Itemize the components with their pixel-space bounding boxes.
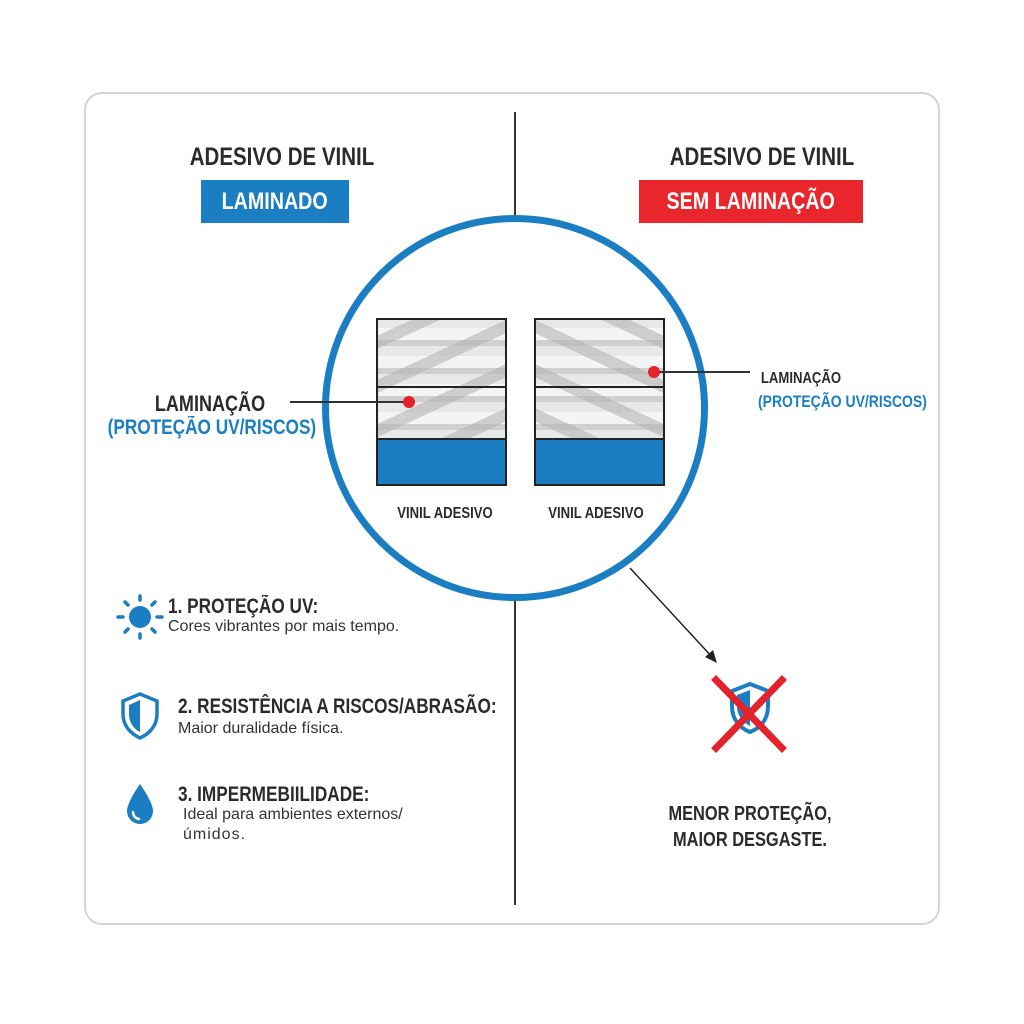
feature-title: 1. PROTEÇÃO UV: [168, 595, 319, 618]
feature-desc: Ideal para ambientes externos/ [183, 806, 403, 823]
laminado-badge: LAMINADO [201, 180, 349, 223]
left-callout-sub: (PROTEÇÃO UV/RISCOS) [107, 416, 317, 439]
right-title: ADESIVO DE VINIL [669, 143, 855, 171]
arrow-icon [629, 567, 717, 663]
feature-desc: Cores vibrantes por mais tempo. [168, 618, 400, 635]
left-leader-line [290, 401, 408, 403]
feature-title: 3. IMPERMEBIILIDADE: [178, 783, 370, 806]
right-marker-dot [648, 366, 660, 378]
unlaminated-sample [534, 318, 665, 486]
sem-laminacao-badge: SEM LAMINAÇÃO [639, 180, 863, 223]
result-line-1: MENOR PROTEÇÃO, [668, 803, 832, 825]
vinyl-layer [378, 438, 505, 484]
result-line-2: MAIOR DESGASTE. [672, 829, 827, 851]
left-title: ADESIVO DE VINIL [189, 143, 375, 171]
left-callout-label: LAMINAÇÃO [154, 391, 266, 416]
right-leader-line [654, 371, 750, 373]
right-callout-sub: (PROTEÇÃO UV/RISCOS) [758, 392, 927, 411]
feature-title: 2. RESISTÊNCIA A RISCOS/ABRASÃO: [178, 695, 497, 718]
feature-desc: Maior duralidade física. [178, 720, 344, 737]
left-marker-dot [403, 396, 415, 408]
magnifier-circle [322, 215, 708, 601]
water-drop-icon [127, 784, 153, 824]
divider-bottom [514, 600, 516, 905]
right-callout-label: LAMINAÇÃO [760, 370, 842, 387]
crossed-shield-icon [711, 675, 787, 753]
shield-icon [121, 692, 159, 740]
right-sample-label: VINIL ADESIVO [548, 505, 644, 522]
left-sample-label: VINIL ADESIVO [397, 505, 493, 522]
feature-desc-cont: úmidos. [183, 826, 247, 843]
vinyl-layer [536, 438, 663, 484]
divider-top [514, 112, 516, 218]
sun-icon [116, 594, 164, 640]
